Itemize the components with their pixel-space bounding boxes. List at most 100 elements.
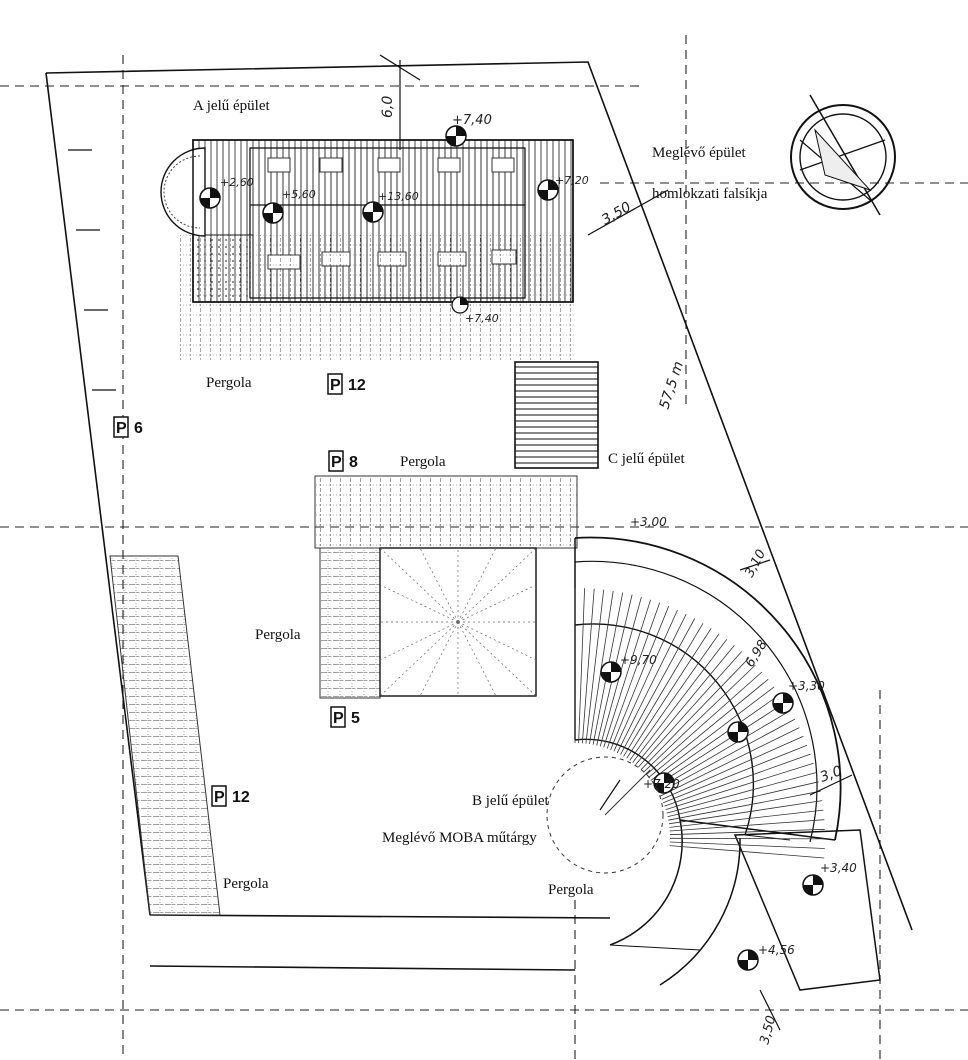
svg-text:P: P <box>214 789 225 806</box>
elevation-marker <box>653 772 675 794</box>
building-b-hatch-line <box>668 790 821 821</box>
building-b-hatch-line <box>645 671 763 776</box>
building-b-hatch-line <box>669 809 824 828</box>
building-b-hatch-line <box>663 744 808 804</box>
building-b-hatch-line <box>658 718 796 794</box>
building-b-hatch-line <box>648 678 769 779</box>
dimension-lines <box>379 54 853 1031</box>
dimension-label: 3,10 <box>742 547 769 580</box>
building-b-hatch-line <box>661 735 804 800</box>
dimension-label: 6,0 <box>380 96 396 118</box>
svg-text:P: P <box>333 710 344 727</box>
building-b-hatch-line <box>669 837 826 840</box>
building-b-hatch-line <box>669 841 825 849</box>
building-b-hatch <box>574 588 826 859</box>
elevation-label: +7,20 <box>643 777 680 791</box>
building-b-hatch-line <box>643 664 756 773</box>
elevation-marker <box>262 202 284 224</box>
building-b-hatch-line <box>669 819 825 832</box>
elevation-marker <box>600 661 622 683</box>
boundary-ticks <box>68 149 116 391</box>
building-b-hatch-line <box>660 727 800 797</box>
dimension-label: 3,50 <box>599 199 634 228</box>
building-b-hatch-line <box>632 639 728 763</box>
existing-building-symbol <box>790 94 896 216</box>
svg-text:8: 8 <box>349 454 358 471</box>
building-b-hatch-line <box>665 762 814 810</box>
elevation-label: +3,30 <box>788 679 825 693</box>
parking-badge-p6: P 6 <box>113 416 143 438</box>
building-b-hatch-line <box>640 657 749 770</box>
west-pergola <box>109 555 221 916</box>
elevation-marker <box>537 179 559 201</box>
existing-moba-structure <box>546 756 664 874</box>
building-b-hatch-line <box>669 845 825 859</box>
elevation-label: +7,40 <box>452 113 492 128</box>
elevation-label: +3,00 <box>630 515 667 529</box>
elevation-marker <box>802 874 824 896</box>
svg-text:P: P <box>330 377 341 394</box>
elevation-label: +7,20 <box>555 174 589 187</box>
building-b-hatch-line <box>650 686 775 781</box>
building-b-hatch-line <box>616 613 687 754</box>
dimension-label: 57,5 m <box>657 359 687 411</box>
pergola-label: Pergola <box>223 876 269 892</box>
existing-moba-label: Meglévő MOBA műtárgy <box>382 830 537 846</box>
parking-badge-p12-bottom: P 12 <box>211 785 250 807</box>
pergola-label: Pergola <box>255 627 301 643</box>
elevation-label: +3,40 <box>820 861 857 875</box>
building-a <box>160 139 575 360</box>
building-b-hatch-line <box>606 602 661 749</box>
building-b-hatch-line <box>654 702 786 787</box>
site-boundary <box>45 61 913 971</box>
building-b-hatch-line <box>669 828 825 836</box>
dimension-label: 3,0 <box>818 763 844 786</box>
building-b-hatch-line <box>626 628 712 759</box>
elevation-label: +7,40 <box>465 312 499 325</box>
building-c-label: C jelű épület <box>608 451 685 467</box>
elevation-marker <box>451 296 469 314</box>
building-a-label: A jelű épület <box>193 98 270 114</box>
elevation-markers <box>199 125 824 971</box>
elevation-marker <box>362 201 384 223</box>
parking-badge-p8: P 8 <box>328 450 358 472</box>
existing-facade-label: homlokzati falsíkja <box>652 186 768 202</box>
building-b-hatch-line <box>623 623 704 757</box>
building-b-hatch-line <box>610 606 670 751</box>
elevation-marker <box>727 721 749 743</box>
pergola-label: Pergola <box>400 454 446 470</box>
elevation-marker <box>772 692 794 714</box>
building-b-hatch-line <box>581 588 595 744</box>
dimension-label: 6,98 <box>743 638 771 671</box>
elevation-label: +5,60 <box>282 188 316 201</box>
building-b-hatch-line <box>638 651 742 768</box>
building-b-hatch-line <box>656 710 791 790</box>
elevation-label: +4,56 <box>758 943 795 957</box>
elevation-marker <box>737 949 759 971</box>
parking-badge-p12-top: P 12 <box>327 373 366 395</box>
building-b-hatch-line <box>668 800 823 825</box>
elevation-label: +9,70 <box>620 653 657 667</box>
svg-text:6: 6 <box>134 420 143 437</box>
elevation-label: +2,60 <box>220 176 254 189</box>
svg-text:12: 12 <box>232 789 250 806</box>
building-b-hatch-line <box>667 781 819 817</box>
existing-building-label: Meglévő épület <box>652 145 747 161</box>
elevation-marker <box>445 125 467 147</box>
building-b-hatch-line <box>652 694 781 784</box>
svg-text:P: P <box>331 454 342 471</box>
building-b-hatch-line <box>613 609 678 752</box>
elevation-marker <box>199 187 221 209</box>
dimension-label: 3,50 <box>757 1014 779 1046</box>
building-b-hatch-line <box>603 599 651 748</box>
building-b-hatch-line <box>585 589 605 744</box>
elevation-label: +13,60 <box>378 190 419 203</box>
pergola-label: Pergola <box>548 882 594 898</box>
building-b-hatch-line <box>629 633 720 761</box>
building-b-hatch-line <box>666 772 817 814</box>
svg-text:5: 5 <box>351 710 360 727</box>
building-b-label: B jelű épület <box>472 793 549 809</box>
svg-text:12: 12 <box>348 377 366 394</box>
svg-text:P: P <box>116 420 127 437</box>
building-b-hatch-line <box>620 618 696 755</box>
